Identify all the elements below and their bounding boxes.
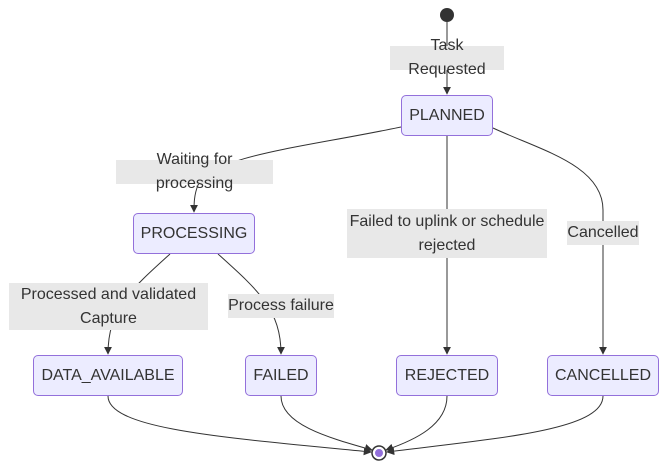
- edge-data-available-to-end: [107, 395, 372, 456]
- state-failed[interactable]: FAILED: [245, 355, 317, 396]
- state-processing-label: PROCESSING: [140, 224, 248, 242]
- state-processing[interactable]: PROCESSING: [133, 213, 255, 254]
- state-rejected-label: REJECTED: [404, 366, 490, 384]
- edge-failed-to-end: [280, 395, 373, 452]
- label-task-requested-text: Task Requested: [408, 37, 486, 78]
- label-waiting-for-processing-text: Waiting for processing: [155, 151, 234, 192]
- state-failed-label: FAILED: [253, 366, 309, 384]
- state-planned-label: PLANNED: [409, 106, 485, 124]
- label-processed-line1: Processed and validated: [20, 285, 197, 303]
- label-failed-to-uplink-line1: Failed to uplink or schedule: [349, 212, 545, 230]
- state-data-available[interactable]: DATA_AVAILABLE: [33, 355, 183, 396]
- label-cancelled: Cancelled: [567, 221, 639, 245]
- end-node: [371, 445, 387, 461]
- state-cancelled[interactable]: CANCELLED: [547, 355, 659, 396]
- label-processed-line2: Capture: [80, 309, 137, 327]
- state-data-available-label: DATA_AVAILABLE: [41, 366, 175, 384]
- label-cancelled-text: Cancelled: [567, 224, 639, 241]
- label-failed-to-uplink-line2: rejected: [418, 236, 476, 254]
- edge-cancelled: [492, 127, 607, 355]
- label-failed-to-uplink: Failed to uplink or schedule rejected: [347, 209, 547, 258]
- label-waiting-for-processing: Waiting for processing: [116, 151, 273, 192]
- start-node: [440, 8, 454, 22]
- label-process-failure-text: Process failure: [228, 297, 334, 314]
- state-cancelled-label: CANCELLED: [554, 366, 652, 384]
- label-task-requested: Task Requested: [390, 37, 504, 78]
- edge-cancelled-to-end: [386, 395, 604, 456]
- state-rejected[interactable]: REJECTED: [396, 355, 498, 396]
- label-process-failure: Process failure: [228, 294, 334, 318]
- edge-rejected-to-end: [385, 395, 448, 452]
- label-processed-and-validated: Processed and validated Capture: [9, 283, 208, 330]
- state-planned[interactable]: PLANNED: [401, 95, 493, 136]
